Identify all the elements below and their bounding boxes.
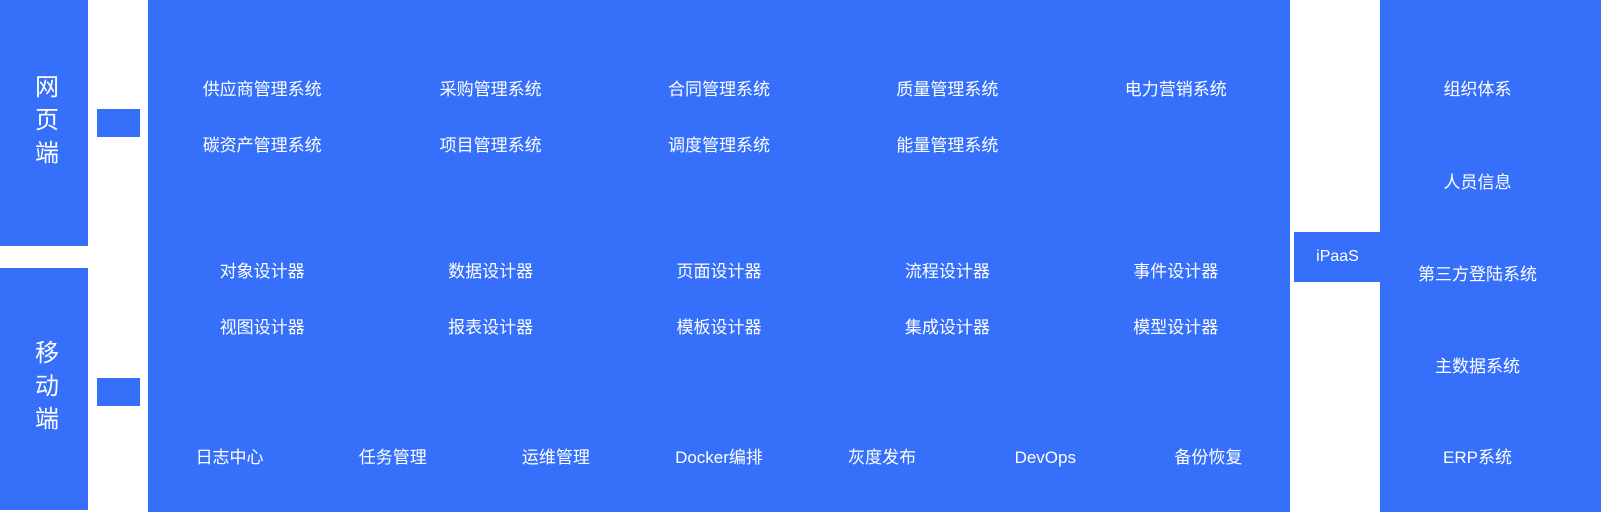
panel-platform: 供应商管理系统 采购管理系统 合同管理系统 质量管理系统 电力营销系统 碳资产管… [148,0,1290,512]
panel-web-client: 网页端 [0,0,88,246]
designer-label: 对象设计器 [219,262,305,281]
ops-label: 日志中心 [195,448,264,467]
system-label: 项目管理系统 [439,136,542,155]
designer-label: 页面设计器 [676,262,762,281]
system-label: 电力营销系统 [1124,80,1227,99]
connector-mobile [97,378,140,406]
panel-mobile-client: 移动端 [0,268,88,510]
designer-label: 流程设计器 [904,262,990,281]
ops-label: 灰度发布 [848,448,917,467]
operations-row: 日志中心 任务管理 运维管理 Docker编排 灰度发布 DevOps 备份恢复 [148,446,1290,470]
designer-label: 数据设计器 [448,262,534,281]
external-system-label: 组织体系 [1443,80,1512,99]
external-system-label: 人员信息 [1443,173,1512,192]
business-systems-row-1: 供应商管理系统 采购管理系统 合同管理系统 质量管理系统 电力营销系统 [148,78,1290,102]
ops-label: 任务管理 [358,448,427,467]
panel-external-systems: 组织体系 人员信息 第三方登陆系统 主数据系统 ERP系统 [1380,0,1601,512]
designer-label: 模板设计器 [676,318,762,337]
designers-row-1: 对象设计器 数据设计器 页面设计器 流程设计器 事件设计器 [148,260,1290,284]
designer-label: 集成设计器 [904,318,990,337]
external-system-label: 第三方登陆系统 [1418,265,1537,284]
designer-label: 模型设计器 [1133,318,1219,337]
system-label: 质量管理系统 [896,80,999,99]
ops-label: Docker编排 [675,448,763,467]
ops-label: 运维管理 [521,448,590,467]
designer-label: 事件设计器 [1133,262,1219,281]
system-label: 能量管理系统 [896,136,999,155]
ops-label: 备份恢复 [1174,448,1243,467]
system-label: 供应商管理系统 [202,80,322,99]
ops-label: DevOps [1014,448,1076,467]
panel-mobile-client-label: 移动端 [30,339,58,439]
business-systems-row-2: 碳资产管理系统 项目管理系统 调度管理系统 能量管理系统 [148,134,1290,158]
external-system-label: 主数据系统 [1435,357,1520,376]
system-label: 调度管理系统 [667,136,770,155]
external-system-label: ERP系统 [1443,448,1512,467]
designers-row-2: 视图设计器 报表设计器 模板设计器 集成设计器 模型设计器 [148,316,1290,340]
connector-web [97,109,140,137]
designer-label: 报表设计器 [448,318,534,337]
system-label: 采购管理系统 [439,80,542,99]
ipaas-box: iPaaS [1294,232,1381,282]
system-label: 合同管理系统 [667,80,770,99]
panel-web-client-label: 网页端 [30,73,58,173]
ipaas-label: iPaaS [1316,248,1359,265]
designer-label: 视图设计器 [219,318,305,337]
system-label: 碳资产管理系统 [202,136,322,155]
empty-cell [1062,134,1290,158]
